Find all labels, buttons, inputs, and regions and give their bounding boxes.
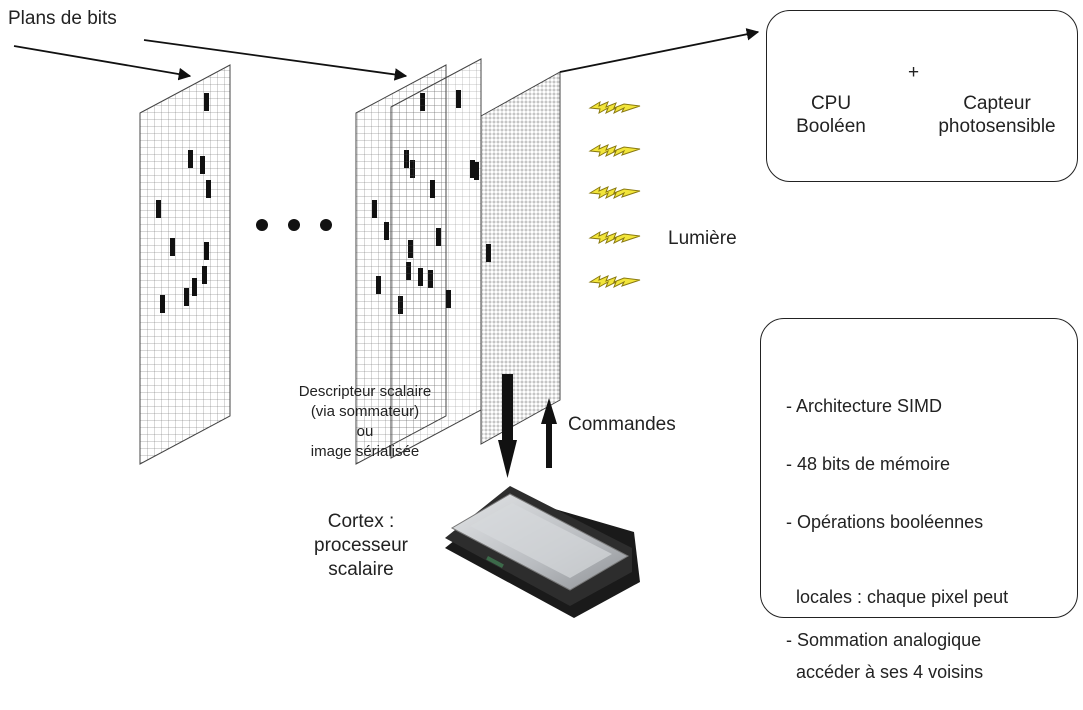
light-bolt-icon <box>588 274 641 289</box>
cortex-line: scalaire <box>328 559 394 580</box>
light-bolt-icon <box>588 143 641 158</box>
output-arrow-down <box>498 374 517 478</box>
light-bolt-icon <box>588 100 641 115</box>
feature-line: - Sommation analogique <box>786 630 982 650</box>
light-bolt-icon <box>588 185 641 200</box>
feature-line: - 48 bits de mémoire <box>786 454 951 474</box>
sensor-line: Capteur <box>963 93 1031 114</box>
descriptor-line: (via sommateur) <box>310 403 420 420</box>
sensor-label: Capteur photosensible <box>922 92 1072 138</box>
pixel-processor-box <box>766 10 1078 182</box>
cpu-label: CPU Booléen <box>776 92 886 138</box>
cortex-line: Cortex : <box>327 511 395 532</box>
commands-arrow-up <box>541 398 557 468</box>
cpu-line: CPU <box>810 93 852 114</box>
photosensor-plane <box>474 71 561 445</box>
scalar-processor-chip-icon <box>445 486 640 618</box>
bit-plane-left <box>139 64 231 465</box>
feature-line: - Opérations booléennes <box>786 512 984 532</box>
cortex-label: Cortex : processeur scalaire <box>296 510 426 582</box>
descriptor-line: ou <box>356 423 374 440</box>
feature-item: - Architecture SIMD <box>786 344 942 444</box>
feature-line: locales : chaque pixel peut <box>786 587 1009 607</box>
planes-arrows <box>13 28 760 81</box>
commands-label: Commandes <box>568 414 676 435</box>
sensor-line: photosensible <box>938 116 1056 137</box>
bit-plane-middle <box>390 58 482 459</box>
features-box <box>760 318 1078 618</box>
scalar-descriptor-label: Descripteur scalaire (via sommateur) ou … <box>270 382 460 462</box>
cpu-line: Booléen <box>796 116 866 137</box>
bit-planes-label: Plans de bits <box>8 8 117 29</box>
ellipsis-dots <box>256 219 332 231</box>
feature-item: - Sommation analogique <box>786 578 981 678</box>
cortex-line: processeur <box>314 535 408 556</box>
descriptor-line: image sérialisée <box>310 443 420 460</box>
feature-item: - 48 bits de mémoire <box>786 402 950 502</box>
plus-sign: + <box>908 62 920 83</box>
light-label: Lumière <box>668 228 737 249</box>
descriptor-line: Descripteur scalaire <box>298 383 432 400</box>
light-bolts <box>588 100 641 289</box>
diagram-canvas <box>13 14 1021 618</box>
feature-line: - Architecture SIMD <box>786 396 943 416</box>
light-bolt-icon <box>588 230 641 245</box>
